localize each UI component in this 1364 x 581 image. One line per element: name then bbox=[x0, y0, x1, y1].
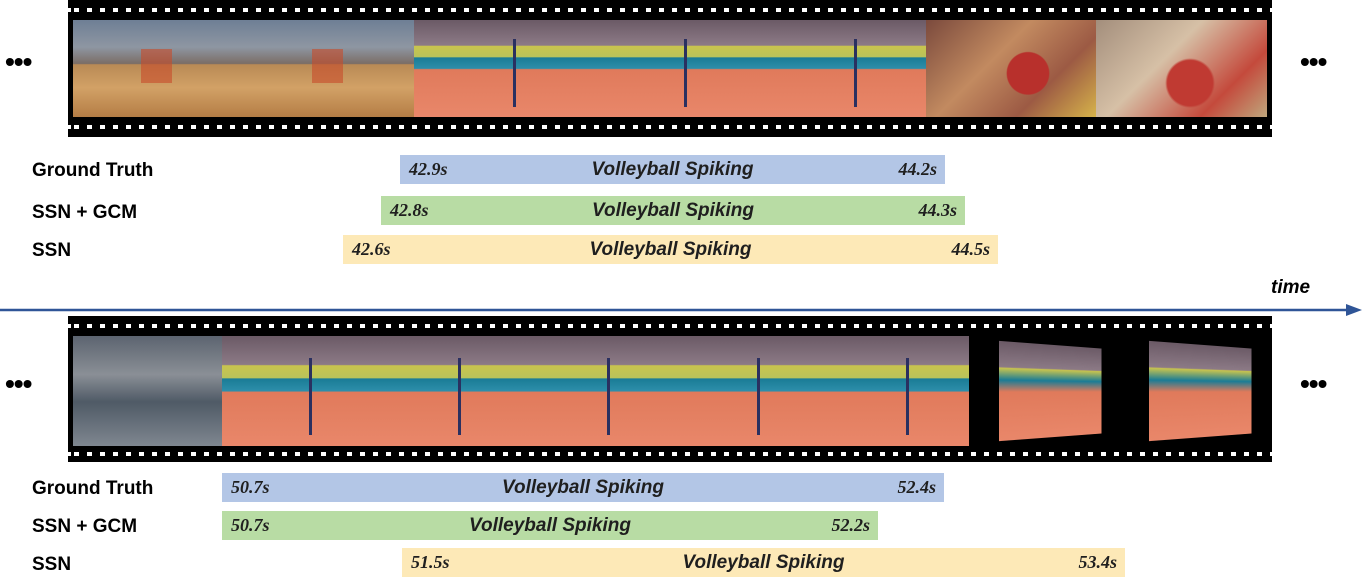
video-frames-top bbox=[73, 20, 1268, 117]
video-frame bbox=[755, 20, 926, 117]
video-frame bbox=[670, 336, 820, 446]
segment-action: Volleyball Spiking bbox=[469, 515, 631, 536]
segment-start: 51.5s bbox=[411, 552, 450, 572]
perforations-top bbox=[68, 8, 1272, 12]
perforations-bottom bbox=[68, 452, 1272, 456]
film-strip-bottom bbox=[68, 316, 1272, 462]
video-frame bbox=[520, 336, 670, 446]
segment-end: 44.2s bbox=[898, 159, 937, 179]
video-frame bbox=[371, 336, 521, 446]
ground-truth-segment: 42.9s Volleyball Spiking 44.2s bbox=[400, 155, 945, 184]
video-frame bbox=[73, 20, 244, 117]
ssn-gcm-segment: 42.8s Volleyball Spiking 44.3s bbox=[381, 196, 965, 225]
segment-start: 42.8s bbox=[390, 200, 429, 220]
segment-end: 44.3s bbox=[918, 200, 957, 220]
ssn-gcm-segment: 50.7s Volleyball Spiking 52.2s bbox=[222, 511, 878, 540]
segment-action: Volleyball Spiking bbox=[682, 552, 845, 573]
time-axis-label: time bbox=[1271, 277, 1311, 298]
ground-truth-segment: 50.7s Volleyball Spiking 52.4s bbox=[222, 473, 944, 502]
segment-end: 52.2s bbox=[831, 515, 870, 535]
ellipsis-right-top: ••• bbox=[1300, 46, 1327, 77]
segment-end: 44.5s bbox=[951, 239, 990, 259]
row-label-ssn: SSN bbox=[32, 554, 72, 575]
perforations-top bbox=[68, 125, 1272, 129]
segment-end: 53.4s bbox=[1078, 552, 1117, 572]
segment-end: 52.4s bbox=[897, 477, 936, 497]
row-label-ssn-gcm: SSN + GCM bbox=[32, 202, 138, 223]
video-frame bbox=[243, 20, 415, 117]
ellipsis-left-top: ••• bbox=[5, 46, 32, 77]
segment-start: 42.9s bbox=[409, 159, 448, 179]
film-strip-top bbox=[68, 0, 1272, 137]
video-frame bbox=[1096, 20, 1268, 117]
segment-start: 42.6s bbox=[352, 239, 391, 259]
row-label-ssn-gcm: SSN + GCM bbox=[32, 516, 138, 537]
video-frames-bottom bbox=[73, 336, 1267, 446]
time-arrow bbox=[0, 304, 1362, 316]
segment-action: Volleyball Spiking bbox=[591, 159, 754, 180]
row-label-ground-truth: Ground Truth bbox=[32, 160, 154, 181]
video-frame bbox=[584, 20, 756, 117]
video-frame bbox=[925, 20, 1097, 117]
segment-start: 50.7s bbox=[231, 477, 270, 497]
video-frame bbox=[819, 336, 969, 446]
segment-action: Volleyball Spiking bbox=[502, 477, 664, 498]
ssn-segment: 51.5s Volleyball Spiking 53.4s bbox=[402, 548, 1125, 577]
row-label-ssn: SSN bbox=[32, 240, 72, 261]
ssn-segment: 42.6s Volleyball Spiking 44.5s bbox=[343, 235, 998, 264]
video-frame bbox=[1117, 336, 1267, 446]
ellipsis-right-bottom: ••• bbox=[1300, 368, 1327, 399]
video-frame bbox=[414, 20, 585, 117]
time-arrow-head bbox=[1346, 304, 1362, 316]
video-frame bbox=[222, 336, 372, 446]
ellipsis-left-bottom: ••• bbox=[5, 368, 32, 399]
row-label-ground-truth: Ground Truth bbox=[32, 478, 154, 499]
segment-action: Volleyball Spiking bbox=[592, 200, 754, 221]
perforations-bottom bbox=[68, 324, 1272, 328]
segment-action: Volleyball Spiking bbox=[589, 239, 752, 260]
segment-start: 50.7s bbox=[231, 515, 270, 535]
video-frame bbox=[968, 336, 1118, 446]
video-frame bbox=[73, 336, 223, 446]
